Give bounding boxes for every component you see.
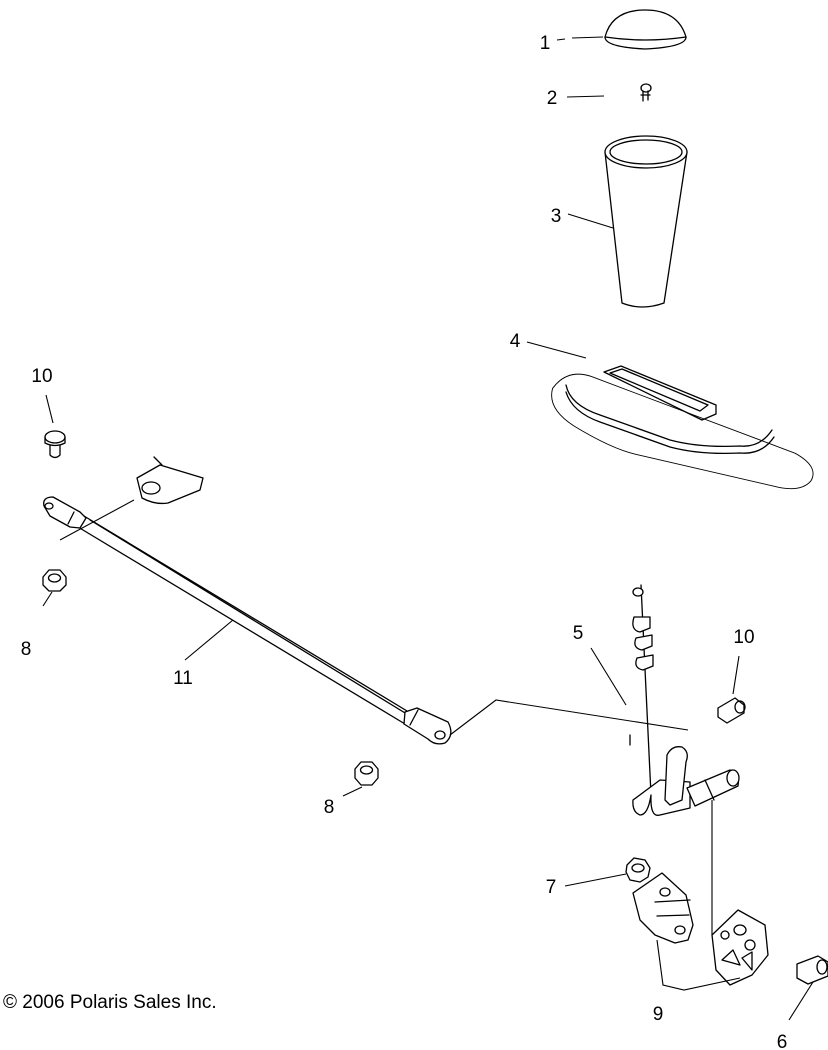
callout-8-center: 8 xyxy=(324,797,335,818)
part-6-bolt xyxy=(796,955,828,985)
callout-5: 5 xyxy=(573,623,584,644)
callout-3: 3 xyxy=(551,206,562,227)
part-8-nut-left xyxy=(42,569,67,592)
part-10-bolt-right xyxy=(717,697,746,724)
part-1-cap xyxy=(604,9,687,50)
callout-labels: 1 2 3 4 10 8 11 5 10 8 7 9 6 xyxy=(21,33,788,1050)
callout-4: 4 xyxy=(510,331,521,352)
part-11-shift-rod xyxy=(43,496,452,745)
part-8-nut-center xyxy=(354,761,379,786)
part-7-nut xyxy=(625,857,651,883)
shift-arm-fragment xyxy=(136,456,204,505)
part-3-sleeve xyxy=(604,135,688,308)
copyright-notice: © 2006 Polaris Sales Inc. xyxy=(3,992,217,1013)
callout-10-right: 10 xyxy=(733,627,754,648)
part-2-screw xyxy=(640,83,652,102)
leader-lines xyxy=(42,36,814,1021)
part-9-clamp-right xyxy=(711,909,769,986)
callout-6: 6 xyxy=(777,1032,788,1050)
part-10-bolt-left xyxy=(44,430,66,459)
callout-9: 9 xyxy=(653,1004,664,1025)
callout-8-left: 8 xyxy=(21,639,32,660)
callout-10-left: 10 xyxy=(31,366,52,387)
part-5-shift-lever xyxy=(629,584,740,816)
callout-1: 1 xyxy=(540,33,551,54)
callout-11: 11 xyxy=(173,668,193,689)
callout-7: 7 xyxy=(546,877,557,898)
callout-2: 2 xyxy=(547,88,558,109)
part-4-bezel xyxy=(551,365,814,490)
part-9-clamp-left xyxy=(632,872,694,944)
